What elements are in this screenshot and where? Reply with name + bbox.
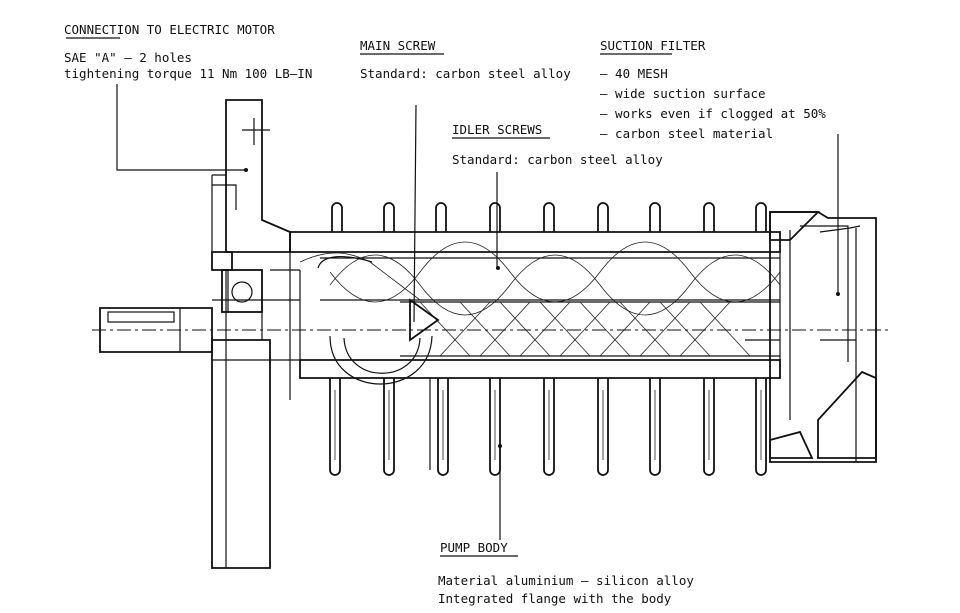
suction-filter-line3: – works even if clogged at 50%	[600, 106, 826, 121]
main-screw	[329, 298, 780, 385]
pump-body-line1: Material aluminium – silicon alloy	[438, 573, 694, 588]
lower-body-wall	[299, 359, 781, 470]
suction-filter-line2: – wide suction surface	[600, 86, 766, 101]
leader-lines	[66, 37, 840, 557]
cooling-fin-upper	[543, 202, 555, 232]
main-screw-title: MAIN SCREW	[360, 38, 436, 53]
lower-fins	[329, 378, 767, 476]
cooling-fin-lower	[703, 378, 715, 476]
motor-connection-title: CONNECTION TO ELECTRIC MOTOR	[64, 22, 275, 37]
motor-connection-line2: tightening torque 11 Nm 100 LB–IN	[64, 66, 312, 81]
cooling-fin-upper	[755, 202, 767, 232]
cooling-fin-upper	[649, 202, 661, 232]
cooling-fin-upper	[489, 202, 501, 232]
idler-screws	[299, 241, 781, 316]
label-pump-body: PUMP BODY Material aluminium – silicon a…	[438, 540, 694, 606]
cooling-fin-upper	[331, 202, 343, 232]
cooling-fin-lower	[329, 378, 341, 476]
idler-screws-line1: Standard: carbon steel alloy	[452, 152, 663, 167]
idler-screws-title: IDLER SCREWS	[452, 122, 542, 137]
suction-filter-line1: – 40 MESH	[600, 66, 668, 81]
suction-filter-title: SUCTION FILTER	[600, 38, 706, 53]
motor-connection-line1: SAE "A" – 2 holes	[64, 50, 192, 65]
inner-cavity	[289, 230, 791, 420]
cooling-fin-lower	[437, 378, 449, 476]
drive-shaft	[99, 299, 300, 361]
upper-body-wall	[289, 231, 781, 253]
pump-body-line2: Integrated flange with the body	[438, 591, 672, 606]
suction-filter-line4: – carbon steel material	[600, 126, 773, 141]
cooling-fin-upper	[383, 202, 395, 232]
label-motor-connection: CONNECTION TO ELECTRIC MOTOR SAE "A" – 2…	[64, 22, 312, 81]
cooling-fin-lower	[649, 378, 661, 476]
label-suction-filter: SUCTION FILTER – 40 MESH – wide suction …	[600, 38, 826, 141]
upper-fins	[331, 202, 767, 232]
bearing	[221, 269, 300, 340]
main-screw-line1: Standard: carbon steel alloy	[360, 66, 571, 81]
cooling-fin-lower	[755, 378, 767, 476]
cooling-fin-lower	[543, 378, 555, 476]
cooling-fin-upper	[703, 202, 715, 232]
pump-body-title: PUMP BODY	[440, 540, 508, 555]
cooling-fin-lower	[597, 378, 609, 476]
label-idler-screws: IDLER SCREWS Standard: carbon steel allo…	[452, 122, 663, 167]
label-main-screw: MAIN SCREW Standard: carbon steel alloy	[360, 38, 571, 81]
cooling-fin-lower	[383, 378, 395, 476]
cooling-fin-upper	[435, 202, 447, 232]
cooling-fin-upper	[597, 202, 609, 232]
suction-filter	[769, 211, 877, 463]
